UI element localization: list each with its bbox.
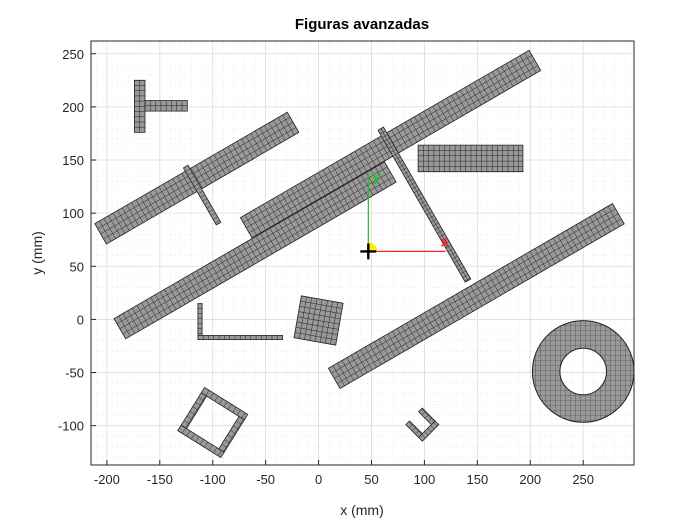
ref-y-label: y [372,168,380,184]
y-tick-label: -100 [58,419,84,434]
ref-x-label: x [441,233,449,249]
x-tick-label: 250 [572,472,594,487]
y-tick-label: 0 [77,312,84,327]
plot-frame [90,40,635,466]
x-axis-label: x (mm) [340,502,384,518]
figure-bar-upper-left [94,111,300,245]
figure-cell-lines [197,308,203,334]
x-tick-label: 0 [315,472,322,487]
figure-l-shape-vertical [197,303,203,339]
y-ticks: -100 -50 0 50 100 150 200 250 [58,47,96,434]
figure-outline [182,164,222,226]
figure-square-center [293,295,344,346]
figure-t-shape-horizontal [144,100,188,112]
figure-cell-lines [294,296,343,345]
y-tick-label: -50 [65,366,84,381]
x-tick-label: -100 [200,472,226,487]
x-ticks: -200 -150 -100 -50 0 50 100 150 200 250 [94,460,594,487]
figures-layer [94,49,634,459]
x-tick-label: -200 [94,472,120,487]
y-tick-label: 50 [70,259,84,274]
x-tick-label: 50 [364,472,378,487]
figure-outline [531,320,634,423]
figure-cell-lines [145,100,188,112]
figure-side [180,392,208,430]
figure-t-shape-vertical [133,79,146,133]
major-grid [91,41,634,465]
y-tick-label: 200 [62,100,84,115]
x-tick-label: 150 [466,472,488,487]
figure-cell-lines [181,427,222,457]
y-tick-label: 150 [62,153,84,168]
figure-rect-top-right [417,144,524,173]
figure-cell-lines [408,421,422,435]
figure-u-shape [405,407,440,442]
figure-cell-lines [421,422,438,439]
figure-ring [531,320,634,423]
figure-square-frame [177,386,249,459]
figure-l-shape-horizontal [197,334,284,341]
figure-cell-lines [418,145,523,172]
figure-cell-lines [116,164,394,337]
reference-frame: xy [360,168,449,260]
y-axis-label: y (mm) [29,231,45,275]
figure-cell-lines [183,395,207,429]
figure-side [218,415,245,453]
y-tick-label: 100 [62,206,84,221]
chart-title: Figuras avanzadas [295,16,429,33]
figure-rod-diagonal [377,126,472,283]
figure-cell-lines [205,390,246,419]
figure-cell-lines [202,335,278,340]
ref-angle-marker [368,242,378,252]
figure-bar-lower-right [327,203,625,390]
figure-rod-left [182,164,222,226]
figure-cell-lines [243,52,538,236]
x-tick-label: -50 [256,472,275,487]
x-tick-label: 200 [519,472,541,487]
y-tick-label: 250 [62,47,84,62]
x-tick-label: 100 [414,472,436,487]
figure-cell-lines [185,168,220,224]
figure-cell-lines [134,80,145,133]
figure-cell-lines [421,408,435,422]
figure-cell-lines [379,128,471,282]
ref-origin-marker [360,243,377,260]
figure-cell-lines [221,419,244,452]
figure-cell-lines [331,206,622,387]
x-tick-label: -150 [147,472,173,487]
figure-side [200,386,249,421]
figure-bar-middle-left [113,161,397,340]
